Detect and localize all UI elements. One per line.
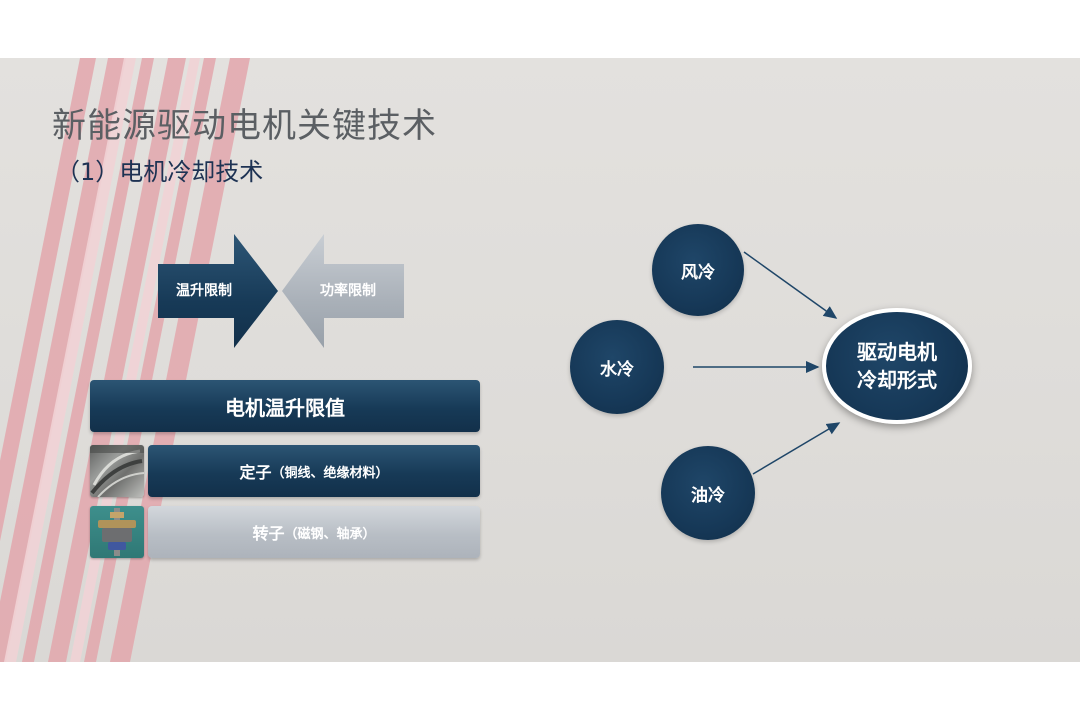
stator-photo xyxy=(90,445,144,497)
center-line-2: 冷却形式 xyxy=(857,368,937,392)
slide: 新能源驱动电机关键技术 （1）电机冷却技术 温升限制 xyxy=(0,58,1080,662)
decorative-stripes xyxy=(0,58,250,662)
air-to-center-arrow xyxy=(743,251,838,319)
temperature-limit-bar: 电机温升限值 xyxy=(90,380,480,432)
rotor-label: 转子 xyxy=(252,524,285,543)
arrow-left-label: 功率限制 xyxy=(320,283,376,299)
slide-title: 新能源驱动电机关键技术 xyxy=(52,106,437,146)
rotor-bar: 转子（磁钢、轴承） xyxy=(148,506,480,558)
cooling-type-center-node: 驱动电机 冷却形式 xyxy=(822,308,972,424)
stator-bar: 定子（铜线、绝缘材料） xyxy=(148,445,480,497)
slide-subtitle: （1）电机冷却技术 xyxy=(56,158,264,186)
center-line-1: 驱动电机 xyxy=(857,340,937,364)
oil-to-center-arrow xyxy=(752,422,841,475)
rotor-image-icon xyxy=(98,508,136,556)
temperature-limit-arrow: 温升限制 xyxy=(158,234,278,348)
water-cooling-node: 水冷 xyxy=(570,320,664,414)
rotor-photo xyxy=(90,506,144,558)
rotor-detail: （磁钢、轴承） xyxy=(284,526,376,542)
power-limit-arrow: 功率限制 xyxy=(282,234,404,348)
stator-label: 定子 xyxy=(239,463,272,482)
arrow-right-shape xyxy=(158,234,278,348)
stator-detail: （铜线、绝缘材料） xyxy=(271,465,389,481)
air-cooling-node: 风冷 xyxy=(652,224,744,316)
arrow-left-shape xyxy=(282,234,404,348)
arrow-right-label: 温升限制 xyxy=(176,283,232,299)
oil-cooling-node: 油冷 xyxy=(661,446,755,540)
stator-image-icon xyxy=(90,445,144,497)
